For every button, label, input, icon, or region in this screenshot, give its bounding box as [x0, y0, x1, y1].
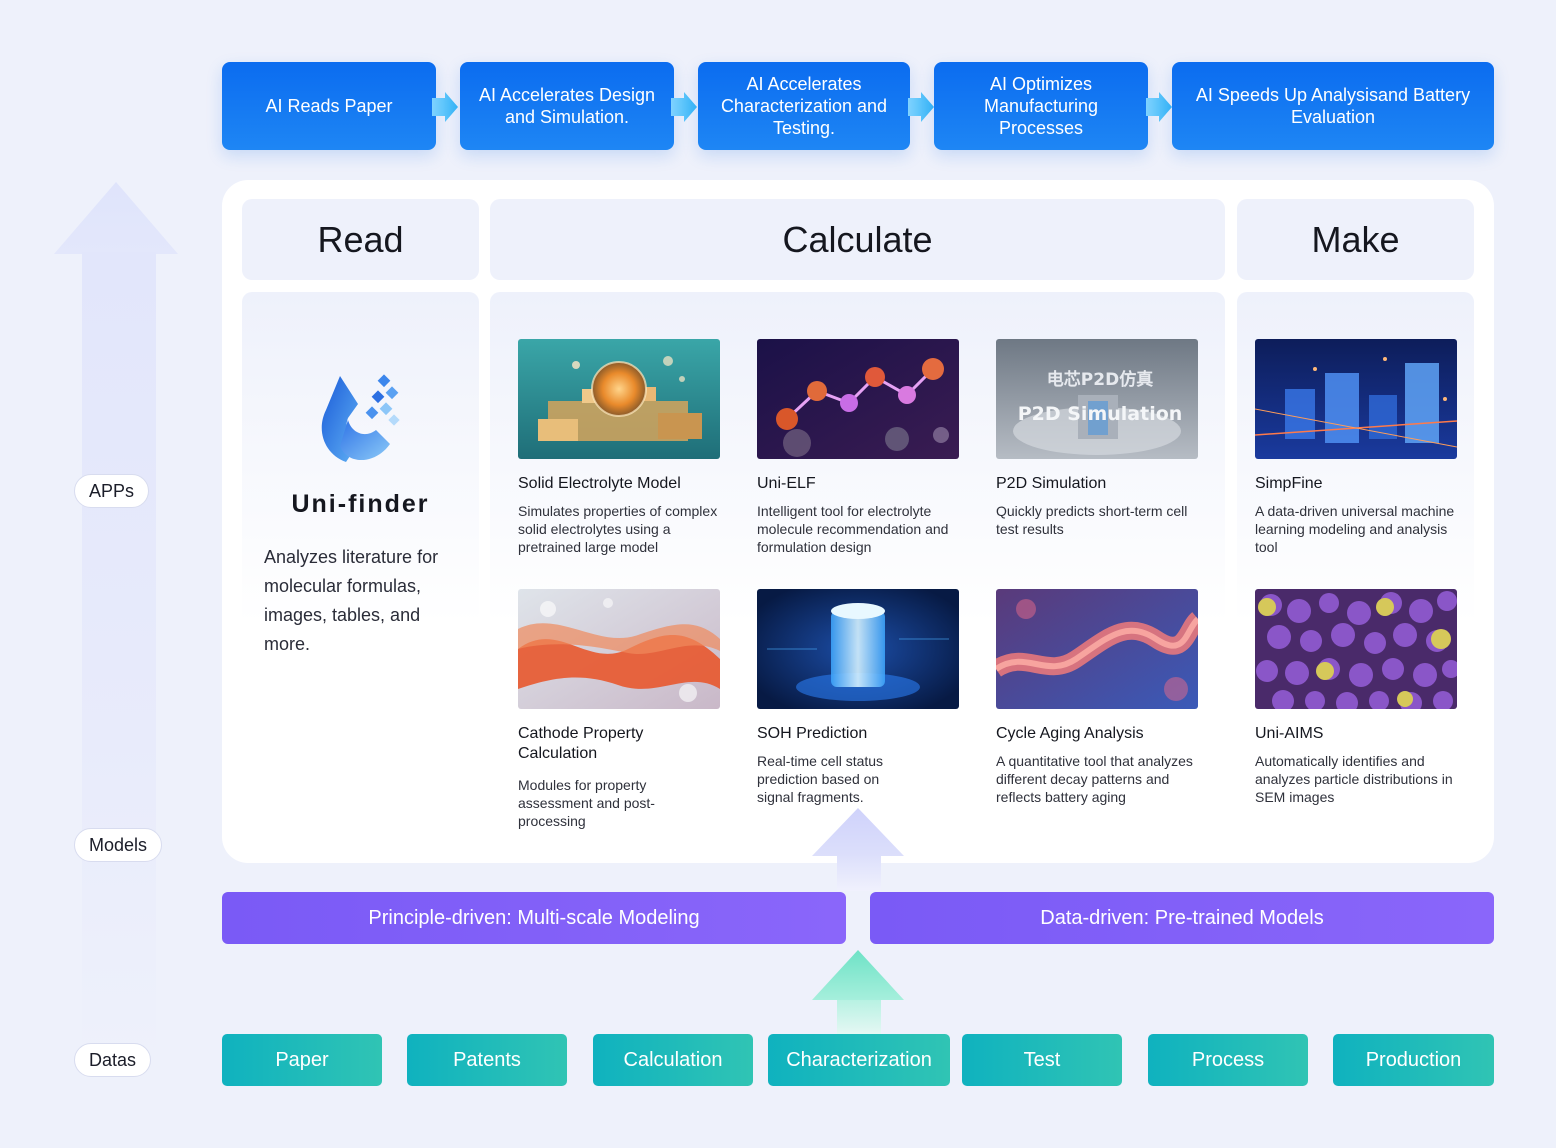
- card-title-solid-electrolyte: Solid Electrolyte Model: [518, 475, 681, 492]
- column-header-read: Read: [242, 199, 479, 280]
- p2d-image-text-en: P2D Simulation: [1018, 403, 1183, 425]
- uni-finder-logo-icon: [321, 374, 400, 462]
- column-header-make: Make: [1237, 199, 1474, 280]
- card-desc-cycle-aging: A quantitative tool that analyzes differ…: [996, 753, 1193, 805]
- uni-elf-image: [757, 339, 959, 459]
- card-title-cycle-aging: Cycle Aging Analysis: [996, 725, 1144, 742]
- up-arrow-datas-icon: [812, 950, 904, 1000]
- uni-finder-description: Analyzes literature for molecular formul…: [264, 547, 439, 654]
- card-title-uni-elf: Uni-ELF: [757, 475, 816, 492]
- solid-electrolyte-image: [518, 339, 720, 459]
- layer-label-apps: APPs: [74, 474, 150, 508]
- chevron-right-icon: [1146, 92, 1172, 122]
- card-desc-simpfine: A data-driven universal machine learning…: [1255, 503, 1455, 555]
- data-patents: Patents: [407, 1034, 567, 1086]
- card-title-uni-aims: Uni-AIMS: [1255, 725, 1324, 742]
- layer-label-models: Models: [74, 828, 163, 862]
- soh-prediction-image: [757, 589, 959, 709]
- data-characterization: Characterization: [768, 1034, 950, 1086]
- side-arrow-head: [54, 182, 178, 254]
- model-data-driven: Data-driven: Pre-trained Models: [870, 892, 1494, 944]
- cycle-aging-image: [996, 589, 1198, 709]
- card-title-soh: SOH Prediction: [757, 725, 868, 742]
- layer-label-datas: Datas: [74, 1043, 152, 1077]
- chevron-right-icon: [671, 92, 697, 122]
- step-characterization-testing: AI Accelerates Characterization and Test…: [698, 62, 910, 150]
- data-production: Production: [1333, 1034, 1494, 1086]
- data-test: Test: [962, 1034, 1122, 1086]
- card-desc-p2d: Quickly predicts short-term cell test re…: [996, 503, 1188, 537]
- step-battery-evaluation: AI Speeds Up Analysisand Battery Evaluat…: [1172, 62, 1494, 150]
- up-arrow-models-shaft: [837, 855, 881, 891]
- column-read: [242, 292, 479, 845]
- side-arrow-shaft: [82, 252, 156, 1062]
- card-desc-uni-aims: Automatically identifies and analyzes pa…: [1255, 753, 1453, 805]
- card-desc-cathode: Modules for property assessment and post…: [518, 777, 655, 829]
- chevron-right-icon: [908, 92, 934, 122]
- card-title-p2d: P2D Simulation: [996, 475, 1107, 492]
- card-desc-solid-electrolyte: Simulates properties of complex solid el…: [518, 503, 718, 555]
- step-design-simulation: AI Accelerates Design and Simulation.: [460, 62, 674, 150]
- step-reads-paper: AI Reads Paper: [222, 62, 436, 150]
- column-header-calculate: Calculate: [490, 199, 1225, 280]
- uni-finder-name: Uni-finder: [291, 490, 430, 518]
- card-desc-soh: Real-time cell status prediction based o…: [757, 753, 884, 805]
- cathode-property-image: [518, 589, 720, 709]
- data-calculation: Calculation: [593, 1034, 753, 1086]
- p2d-simulation-image: 电芯P2D仿真 P2D Simulation: [996, 339, 1198, 459]
- card-title-simpfine: SimpFine: [1255, 475, 1323, 492]
- step-manufacturing: AI Optimizes Manufacturing Processes: [934, 62, 1148, 150]
- data-process: Process: [1148, 1034, 1308, 1086]
- card-title-cathode: Cathode Property Calculation: [518, 725, 644, 762]
- up-arrow-datas-shaft: [837, 999, 881, 1035]
- card-desc-uni-elf: Intelligent tool for electrolyte molecul…: [757, 503, 949, 555]
- data-paper: Paper: [222, 1034, 382, 1086]
- p2d-image-text-cn: 电芯P2D仿真: [1047, 369, 1153, 390]
- simpfine-image: [1255, 339, 1457, 459]
- model-principle-driven: Principle-driven: Multi-scale Modeling: [222, 892, 846, 944]
- uni-aims-image: [1255, 589, 1457, 709]
